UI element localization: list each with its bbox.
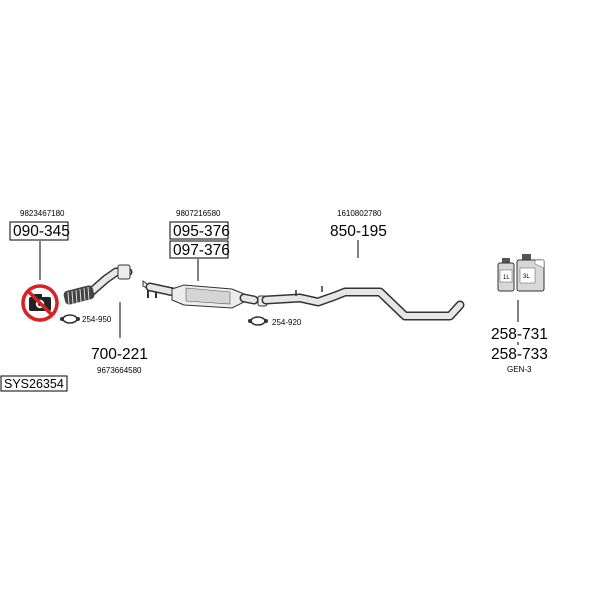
gen-label: GEN-3 bbox=[507, 365, 532, 374]
fluid-bottles-icon: 1L 3L bbox=[497, 254, 545, 292]
clamp-icon-254-950 bbox=[60, 314, 80, 324]
part-number-700[interactable]: 700-221 bbox=[91, 346, 148, 363]
front-pipe-part[interactable] bbox=[63, 264, 133, 306]
clamp-number-254-920: 254-920 bbox=[272, 318, 302, 327]
part-095-376[interactable]: 095-376 bbox=[169, 221, 230, 240]
part-number-box-095 bbox=[169, 221, 229, 240]
part-number-box-097 bbox=[169, 240, 229, 259]
clamp-number-254-950: 254-950 bbox=[82, 315, 112, 324]
no-camera-icon bbox=[21, 284, 59, 322]
rear-pipe-part[interactable] bbox=[257, 286, 465, 321]
oem-number-850: 1610802780 bbox=[337, 209, 382, 218]
part-number-box-090 bbox=[9, 221, 69, 241]
part-097-376[interactable]: 097-376 bbox=[169, 240, 230, 259]
clamp-icon-254-920 bbox=[248, 316, 268, 326]
oem-number-700: 9673664580 bbox=[97, 366, 142, 375]
bottle-small-label: 1L bbox=[503, 275, 510, 281]
part-number-258-731[interactable]: 258-731 bbox=[491, 326, 548, 343]
flex-bellows bbox=[63, 285, 95, 306]
part-number-258-733[interactable]: 258-733 bbox=[491, 346, 548, 363]
part-number-097: 097-376 bbox=[173, 242, 230, 259]
part-number-095: 095-376 bbox=[173, 223, 230, 240]
bottle-large-label: 3L bbox=[523, 274, 530, 280]
part-number-850[interactable]: 850-195 bbox=[330, 223, 387, 240]
system-code-text: SYS26354 bbox=[4, 377, 64, 391]
catalyst-part[interactable] bbox=[142, 280, 259, 309]
part-number-090: 090-345 bbox=[13, 223, 70, 240]
system-code-box bbox=[0, 375, 68, 392]
oem-number-095: 9807216580 bbox=[176, 209, 221, 218]
part-090-345[interactable]: 090-345 bbox=[9, 221, 70, 241]
system-code: SYS26354 bbox=[0, 375, 68, 392]
oem-number-090: 9823467180 bbox=[20, 209, 65, 218]
